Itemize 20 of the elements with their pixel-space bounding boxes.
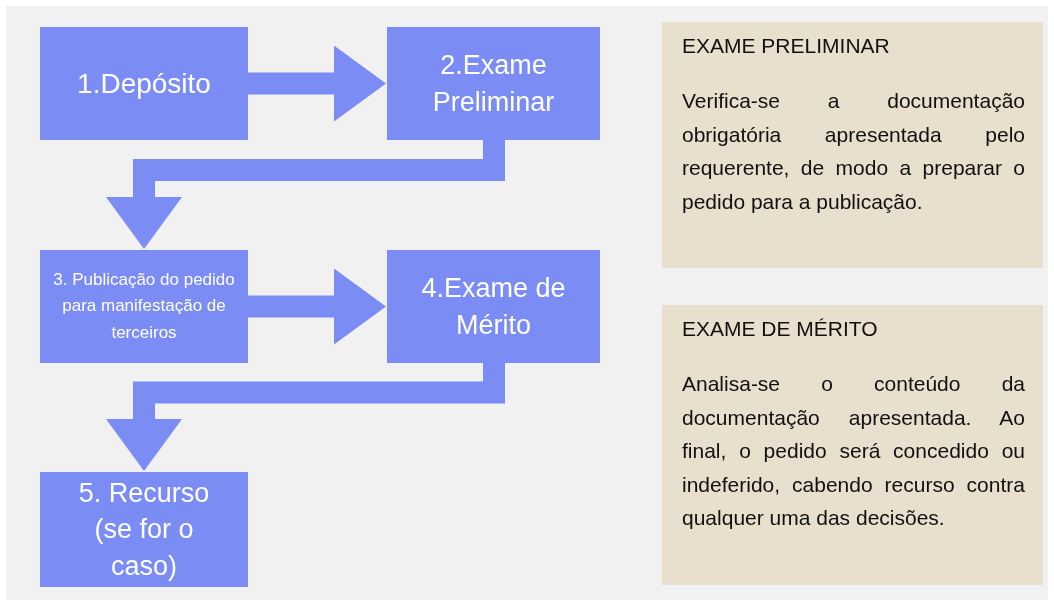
panel-text: Analisa-se o conteúdo da documentação apresentada. Ao final, o pedido será concedido ou indeferido, cabendo recurso contra qualquer uma das decisões. xyxy=(682,371,1025,532)
process-box xyxy=(387,250,600,363)
info-panel xyxy=(662,305,1043,585)
block-arrow xyxy=(248,45,386,122)
panel-heading: EXAME DE MÉRITO xyxy=(682,317,879,341)
panel-heading: EXAME PRELIMINAR xyxy=(682,34,891,58)
process-box xyxy=(40,472,248,587)
process-box xyxy=(387,27,600,140)
block-arrow xyxy=(106,363,505,471)
info-panel xyxy=(662,22,1043,268)
block-arrow xyxy=(106,140,505,249)
process-box xyxy=(40,250,248,363)
step-label: 1.Depósito xyxy=(76,66,212,101)
panel-text: Verifica-se a documentação obrigatória apresentada pelo requerente, de modo a preparar o pedido para a publicação. xyxy=(682,88,1025,215)
process-box xyxy=(40,27,248,140)
step-label: 5. Recurso (se for o caso) xyxy=(77,476,211,583)
block-arrow xyxy=(248,268,386,345)
step-label: 4.Exame de Mérito xyxy=(420,272,567,342)
step-label: 2.Exame Preliminar xyxy=(431,49,556,119)
step-label: 3. Publicação do pedido para manifestação de terceiros xyxy=(52,269,236,344)
